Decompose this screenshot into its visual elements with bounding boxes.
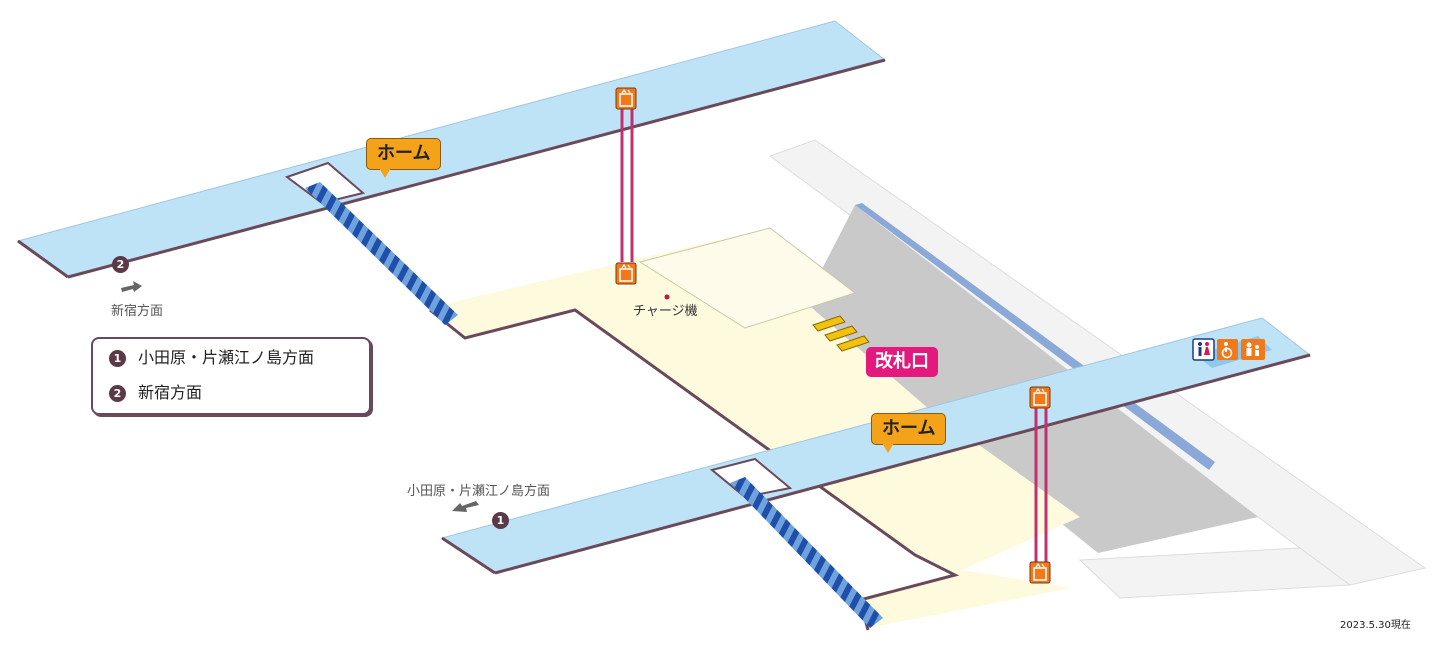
direction-marker-upper: 2 — [112, 256, 129, 273]
elevator-icon[interactable] — [615, 87, 637, 110]
lower-stair-well — [709, 457, 793, 499]
callout-tail — [882, 443, 894, 453]
ticket-gates — [812, 315, 870, 352]
elevator-icon[interactable] — [1029, 561, 1051, 584]
outer-ground-south — [1078, 547, 1352, 599]
upper-stair-well — [284, 161, 366, 205]
upper-stairs[interactable] — [305, 182, 458, 325]
toilet-icon[interactable] — [1192, 338, 1215, 361]
elevator-shaft-lower — [1034, 408, 1048, 562]
legend-number: 2 — [109, 385, 126, 402]
gate-area — [805, 205, 1258, 553]
family-room-icon[interactable] — [1241, 339, 1265, 360]
date-note: 2023.5.30現在 — [1340, 620, 1411, 631]
legend-item: 2 新宿方面 — [109, 382, 202, 404]
platform-callout-lower: ホーム — [871, 413, 947, 453]
accessible-toilet-icon[interactable] — [1217, 339, 1238, 360]
platform-label-upper: ホーム — [377, 143, 431, 164]
platform-label-lower: ホーム — [882, 418, 936, 439]
platform-callout-upper: ホーム — [366, 138, 442, 178]
lower-stairs[interactable] — [730, 477, 883, 628]
legend-number: 1 — [109, 350, 126, 367]
elevator-icon[interactable] — [615, 262, 637, 285]
direction-legend: 1 小田原・片瀬江ノ島方面 2 新宿方面 — [91, 337, 371, 415]
direction-label-lower: 小田原・片瀬江ノ島方面 — [407, 484, 551, 499]
gate-label: 改札口 — [866, 347, 938, 377]
arrow-left-icon — [452, 501, 479, 512]
elevator-icon[interactable] — [1029, 386, 1051, 409]
legend-text: 新宿方面 — [138, 383, 203, 402]
elevator-shaft-upper — [620, 106, 634, 262]
legend-text: 小田原・片瀬江ノ島方面 — [138, 348, 315, 367]
arrow-right-icon — [121, 281, 142, 292]
legend-item: 1 小田原・片瀬江ノ島方面 — [109, 347, 314, 369]
callout-tail — [379, 168, 391, 178]
direction-marker-lower: 1 — [492, 512, 509, 529]
charge-machine-marker — [664, 294, 670, 300]
charge-area — [638, 227, 857, 329]
direction-label-upper: 新宿方面 — [111, 304, 164, 319]
charge-machine-label: チャージ機 — [633, 304, 698, 319]
